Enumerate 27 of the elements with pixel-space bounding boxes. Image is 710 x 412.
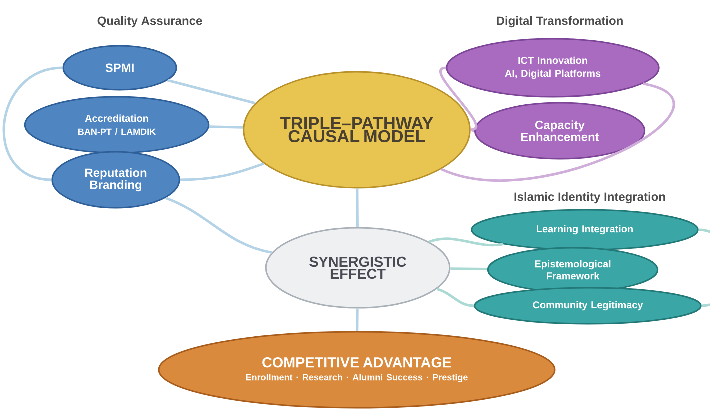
ellipse-node: Learning Integration — [471, 209, 699, 251]
ellipse-node: Accreditation BAN-PT / LAMDIK — [24, 96, 210, 154]
ellipse-node: Epistemological Framework — [487, 247, 659, 293]
ellipse-node: Capacity Enhancement — [474, 102, 646, 160]
connector — [180, 162, 264, 182]
group-heading: Islamic Identity Integration — [514, 192, 666, 204]
connector — [356, 308, 359, 332]
ellipse-node: Reputation Branding — [52, 151, 180, 209]
connector — [470, 128, 475, 132]
group-heading: Quality Assurance — [98, 16, 202, 28]
connector — [168, 79, 256, 105]
ellipse-node: TRIPLE–PATHWAY CAUSAL MODEL — [243, 71, 471, 189]
connector — [429, 238, 504, 247]
ellipse-node: ICT Innovation AI, Digital Platforms — [446, 38, 660, 98]
connector — [209, 126, 244, 129]
connector — [3, 66, 63, 182]
ellipse-node: SYNERGISTIC EFFECT — [265, 227, 451, 309]
group-heading: Digital Transformation — [497, 16, 623, 28]
ellipse-node: SPMI — [62, 45, 178, 91]
connector — [441, 82, 674, 182]
connector — [356, 188, 359, 228]
connector — [698, 228, 710, 308]
ellipse-node: Community Legitimacy — [474, 287, 702, 325]
connector — [436, 288, 474, 308]
connector — [450, 268, 488, 270]
connector — [165, 197, 272, 254]
ellipse-node: COMPETITIVE ADVANTAGE Enrollment · Research · Alumni Success · Prestige — [158, 331, 556, 409]
